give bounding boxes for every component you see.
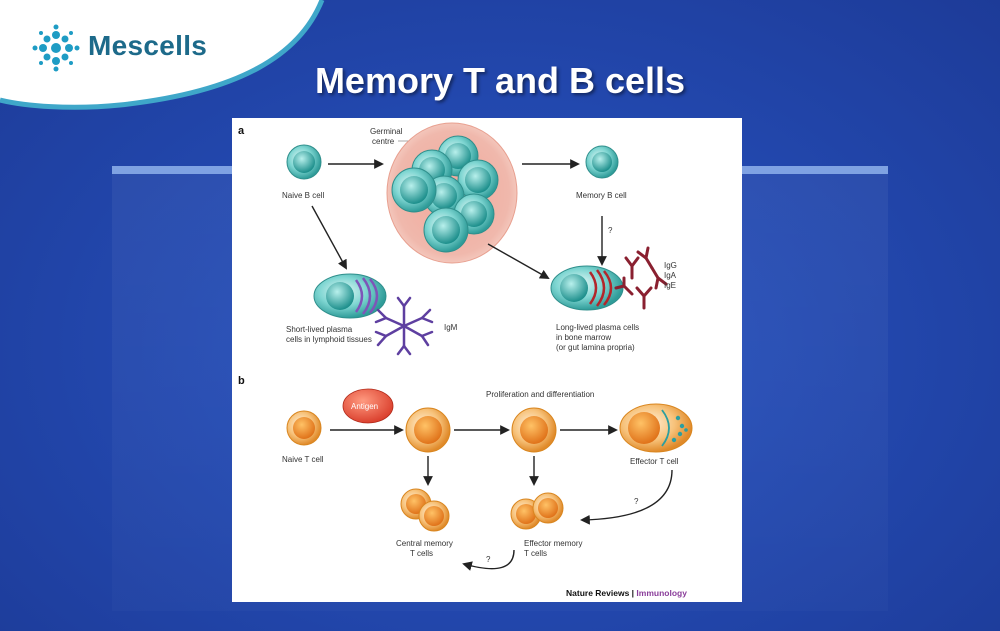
slide-title: Memory T and B cells <box>314 60 686 101</box>
panel-a-letter: a <box>238 125 245 137</box>
effector-t-label: Effector T cell <box>630 457 679 466</box>
short-lived-label-2: cells in lymphoid tissues <box>286 335 372 344</box>
long-lived-plasma-cell <box>550 265 624 311</box>
short-lived-plasma-cell <box>313 273 387 319</box>
igg-antibody-icon <box>624 256 640 280</box>
antigen-blob <box>342 388 394 424</box>
arrow-germinal-to-long-lived <box>487 243 550 279</box>
central-memory-label-2: T cells <box>410 549 433 558</box>
credit-section: Immunology <box>636 588 687 598</box>
effector-memory-t-cells <box>510 492 564 530</box>
question-mark-a: ? <box>608 226 613 235</box>
long-lived-label-3: (or gut lamina propria) <box>556 343 635 352</box>
question-mark-b1: ? <box>634 497 639 506</box>
ige-label: IgE <box>664 281 676 290</box>
central-memory-label-1: Central memory <box>396 539 453 548</box>
igm-antibody-icon <box>374 296 434 356</box>
brand-name: Mescells <box>88 30 208 61</box>
credit-text: Nature Reviews | Immunology <box>566 588 687 598</box>
igg-label: IgG <box>664 261 677 270</box>
mescells-logo-icon <box>32 24 80 72</box>
activated-t-cell-2 <box>511 407 557 453</box>
ige-antibody-icon <box>614 276 653 310</box>
germinal-label-1: Germinal <box>370 127 403 136</box>
effector-t-cell <box>619 403 693 453</box>
arrow-naive-to-short-lived <box>311 205 347 270</box>
central-memory-t-cells <box>400 488 450 532</box>
naive-t-cell <box>286 410 322 446</box>
proliferation-label: Proliferation and differentiation <box>486 390 594 399</box>
naive-b-label: Naive B cell <box>282 191 324 200</box>
logo-corner <box>0 0 325 110</box>
immunology-figure: a Germinal centre Naive B cell <box>232 118 742 602</box>
naive-t-label: Naive T cell <box>282 455 324 464</box>
short-lived-label-1: Short-lived plasma <box>286 325 353 334</box>
arrow-effector-to-effector-memory <box>580 469 673 525</box>
memory-b-cell <box>585 145 619 179</box>
effector-memory-label-2: T cells <box>524 549 547 558</box>
antigen-label: Antigen <box>351 402 378 411</box>
activated-t-cell-1 <box>405 407 451 453</box>
iga-antibody-icon <box>636 246 668 290</box>
question-mark-b2: ? <box>486 555 491 564</box>
naive-b-cell <box>286 144 322 180</box>
long-lived-label-2: in bone marrow <box>556 333 611 342</box>
figure-diagram: a Germinal centre Naive B cell <box>238 122 693 598</box>
panel-b-letter: b <box>238 375 245 387</box>
iga-label: IgA <box>664 271 677 280</box>
effector-memory-label-1: Effector memory <box>524 539 583 548</box>
igm-label: IgM <box>444 323 458 332</box>
germinal-label-2: centre <box>372 137 395 146</box>
arrow-effector-memory-to-central <box>462 549 515 571</box>
long-lived-label-1: Long-lived plasma cells <box>556 323 639 332</box>
memory-b-label: Memory B cell <box>576 191 627 200</box>
germinal-centre <box>386 122 518 264</box>
